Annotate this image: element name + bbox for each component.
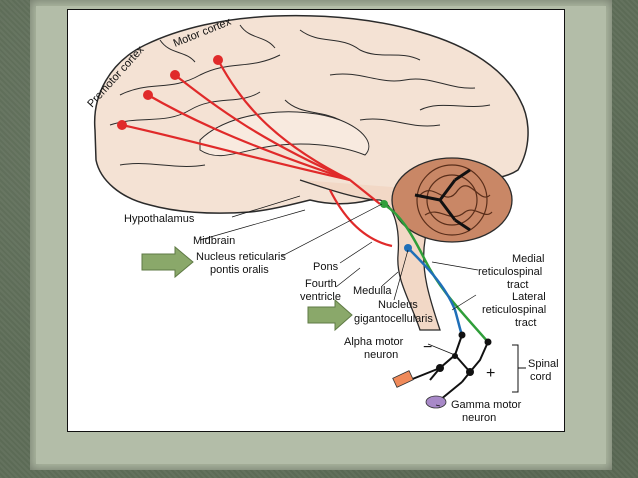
label-gamma-1: Gamma motor — [451, 399, 522, 411]
label-medial-2: reticulospinal — [478, 266, 542, 278]
spinal-bracket — [512, 344, 526, 393]
ngc-neuron — [404, 244, 412, 252]
label-ngc-1: Nucleus — [378, 299, 418, 311]
label-pons: Pons — [313, 261, 339, 273]
medial-reticulospinal-tract — [384, 203, 489, 343]
label-lateral-1: Lateral — [512, 291, 546, 303]
muscle-fiber — [392, 370, 414, 388]
label-fourth-1: Fourth — [305, 278, 337, 290]
cerebellum — [391, 157, 513, 243]
label-lateral-3: tract — [515, 317, 536, 329]
cortical-neurons — [117, 55, 223, 130]
label-spinal-2: cord — [530, 371, 551, 383]
label-minus: − — [423, 339, 432, 356]
gamma-fiber — [425, 395, 447, 409]
label-medulla: Medulla — [353, 285, 392, 297]
arrow-ngc — [307, 298, 353, 332]
label-fourth-2: ventricle — [300, 291, 341, 303]
label-hypothalamus: Hypothalamus — [124, 213, 195, 225]
label-gamma-2: neuron — [462, 412, 496, 424]
label-midbrain: Midbrain — [193, 235, 235, 247]
label-alpha-2: neuron — [364, 349, 398, 361]
label-medial-1: Medial — [512, 253, 544, 265]
arrow-nrpo — [141, 245, 194, 279]
cortical-tracts — [121, 59, 393, 248]
label-nrpo-2: pontis oralis — [210, 264, 269, 276]
label-alpha-1: Alpha motor — [344, 336, 404, 348]
label-nrpo-1: Nucleus reticularis — [196, 251, 286, 263]
arbor-vitae — [414, 168, 471, 232]
lateral-reticulospinal-tract — [407, 247, 464, 336]
label-plus: + — [486, 365, 495, 382]
label-lateral-2: reticulospinal — [482, 304, 546, 316]
spinal-somas — [436, 331, 492, 376]
spinal-neurons — [409, 334, 489, 401]
nrpo-neuron — [380, 200, 388, 208]
label-medial-3: tract — [507, 279, 528, 291]
leader-lines — [199, 195, 479, 407]
cerebellum-folia — [416, 164, 493, 236]
gyri-lines — [109, 24, 491, 167]
label-spinal-1: Spinal — [528, 358, 559, 370]
label-ngc-2: gigantocellularis — [354, 313, 433, 325]
